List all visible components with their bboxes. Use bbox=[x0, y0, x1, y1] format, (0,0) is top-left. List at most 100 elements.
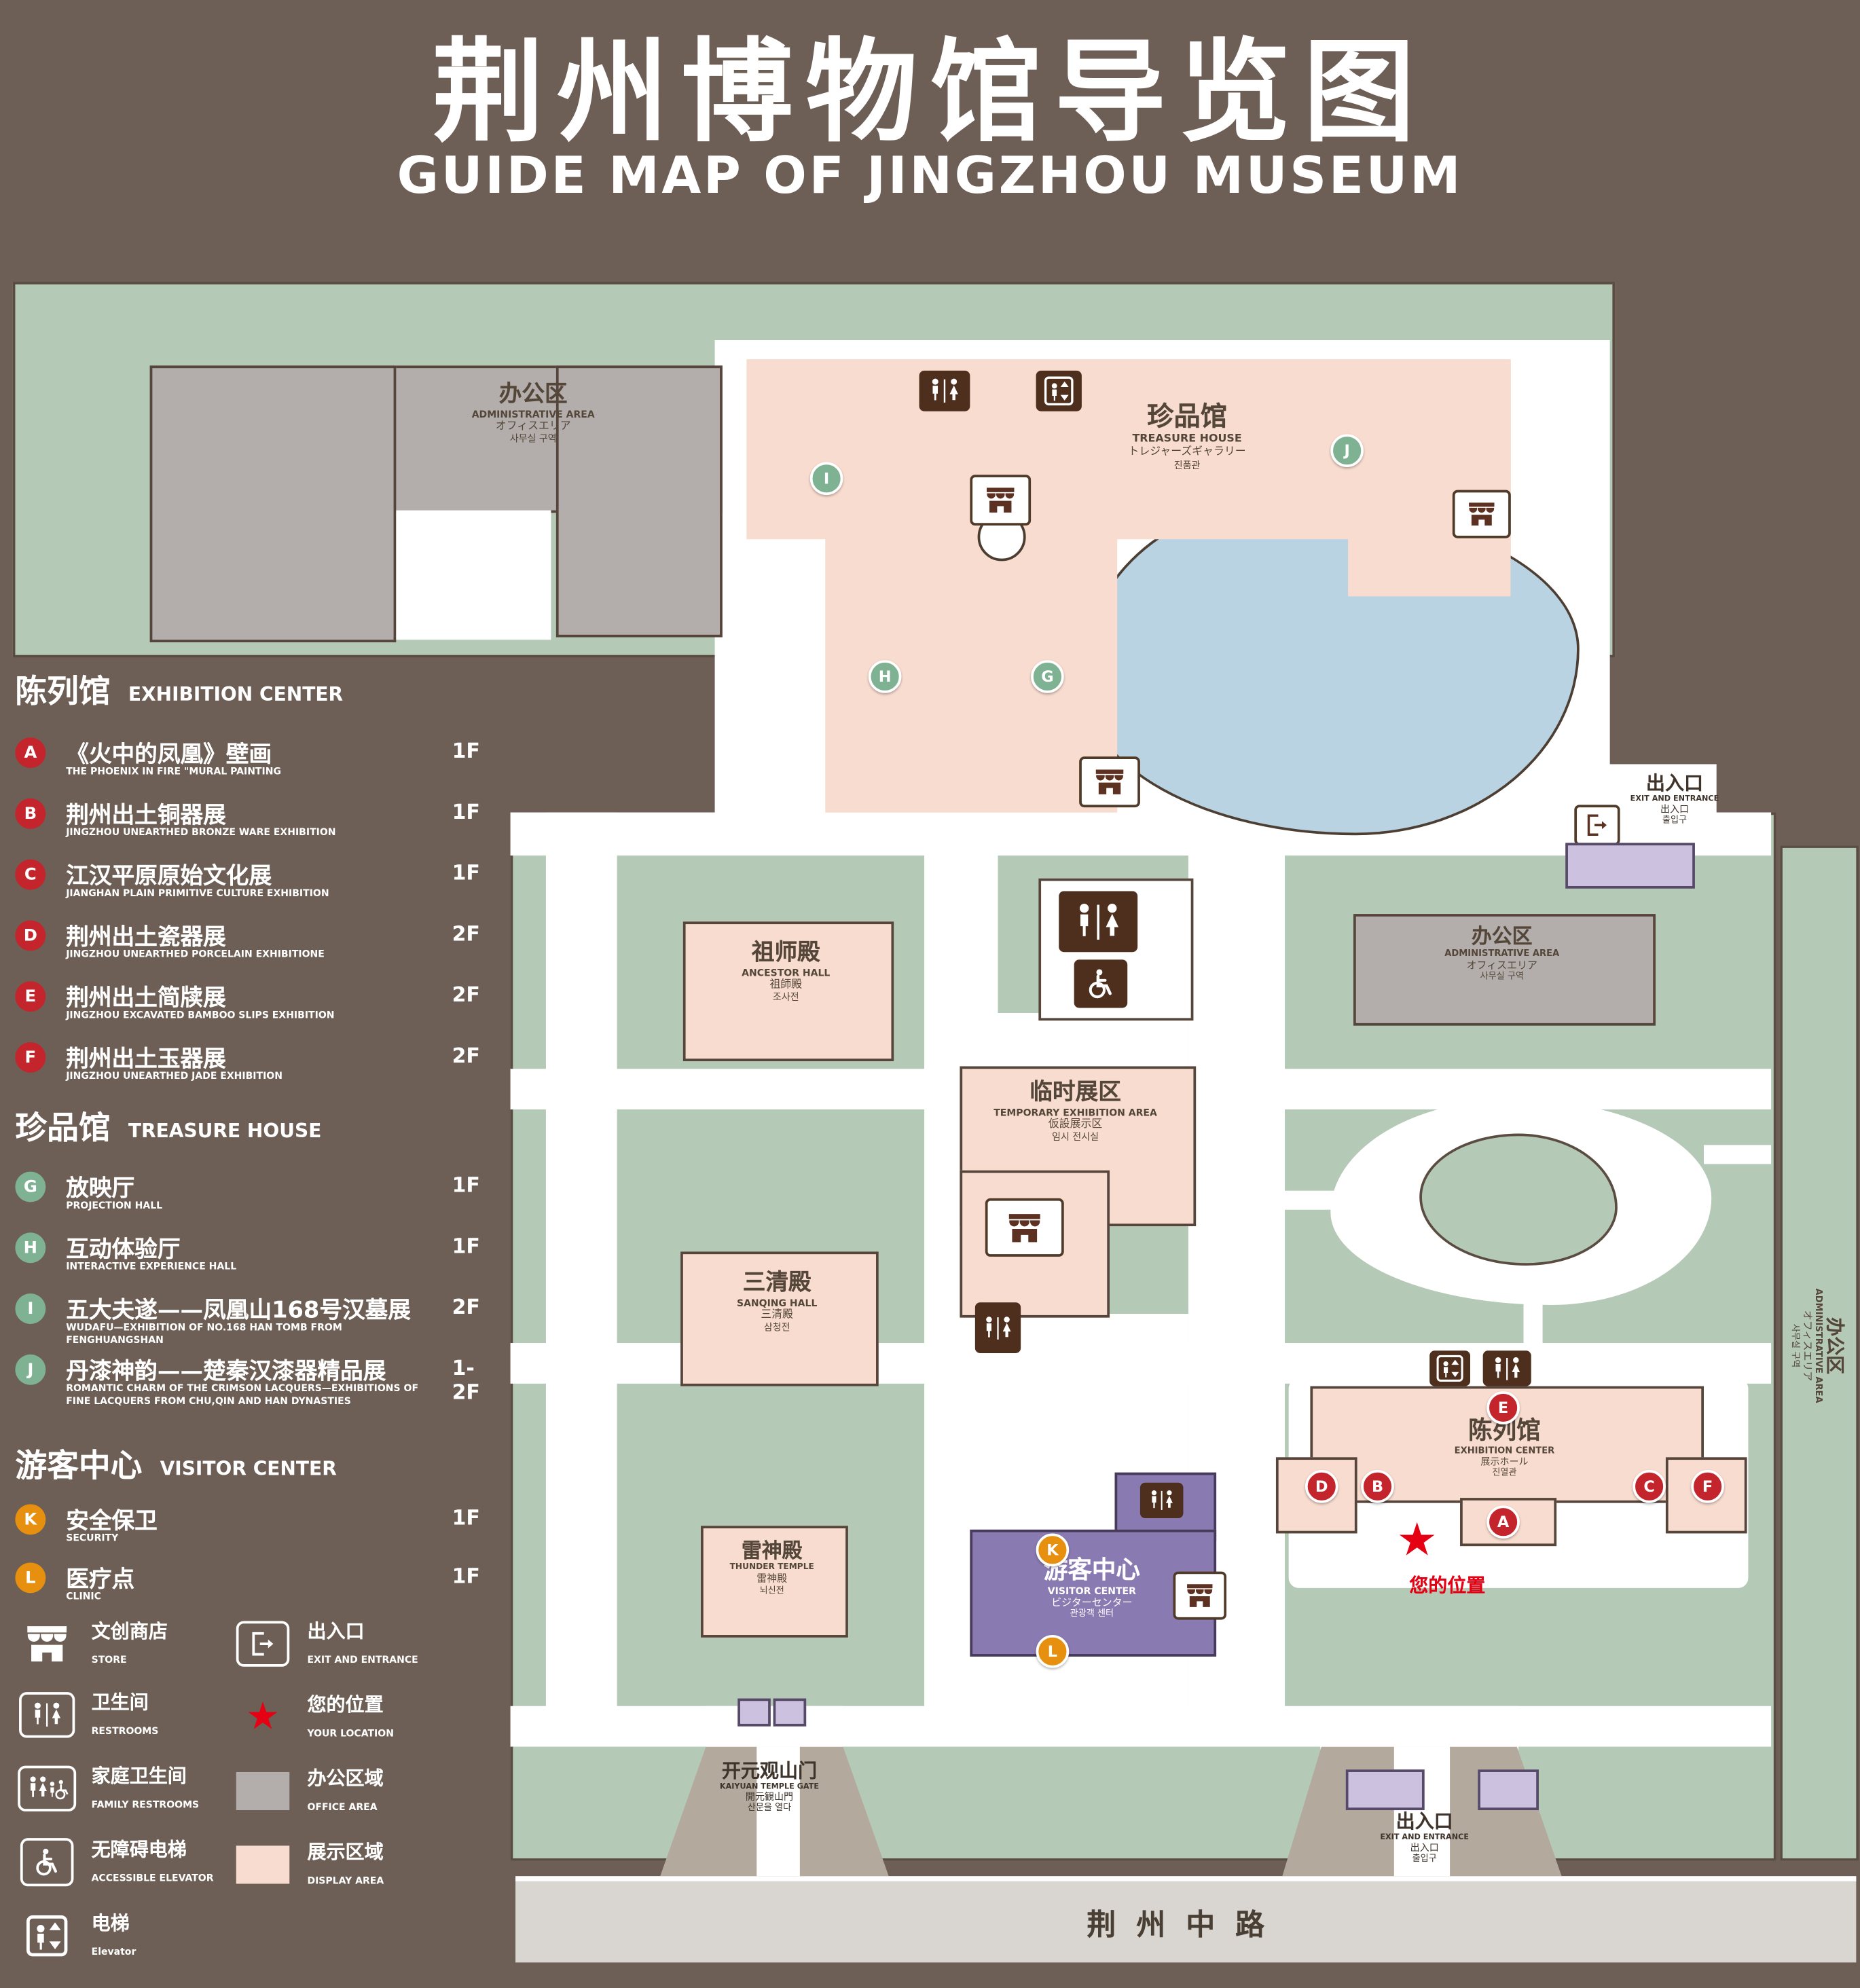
section-title-zh: 陈列馆 bbox=[15, 672, 111, 710]
restroom-icon bbox=[1482, 1350, 1531, 1386]
section-title-zh: 珍品馆 bbox=[15, 1109, 111, 1147]
section-title-en: EXHIBITION CENTER bbox=[128, 682, 344, 706]
restroom-icon bbox=[974, 1302, 1021, 1353]
facility-zh: 电梯 bbox=[91, 1911, 130, 1935]
label-en: SANQING HALL bbox=[736, 1296, 818, 1308]
label-ja: トレジャーズギャラリー bbox=[1128, 445, 1246, 459]
facility-en: STORE bbox=[91, 1653, 127, 1665]
marker-b: B bbox=[15, 798, 46, 829]
item-en: INTERACTIVE EXPERIENCE HALL bbox=[66, 1260, 237, 1272]
exit-icon bbox=[1574, 805, 1620, 846]
label-ko: 진품관 bbox=[1173, 458, 1201, 471]
item-en: JINGZHOU EXCAVATED BAMBOO SLIPS EXHIBITI… bbox=[66, 1009, 335, 1021]
map-marker-j: J bbox=[1330, 434, 1364, 468]
item-zh: 荆州出土瓷器展 bbox=[66, 924, 226, 951]
map-marker-i: I bbox=[809, 462, 843, 496]
label-ko: 출입구 bbox=[1412, 1853, 1437, 1864]
south-entrance-booth bbox=[1345, 1769, 1425, 1811]
thunder-temple-building bbox=[701, 1526, 848, 1638]
label-ja: 出入口 bbox=[1660, 803, 1690, 815]
marker-e: E bbox=[15, 981, 46, 1012]
label-zh: 办公区 bbox=[1823, 1317, 1846, 1375]
walkway bbox=[998, 1012, 1188, 1071]
label-zh: 雷神殿 bbox=[741, 1538, 803, 1563]
item-floor: 2F bbox=[452, 1043, 480, 1068]
label-ja: オフィスエリア bbox=[1466, 959, 1537, 971]
display-area-swatch bbox=[234, 1845, 292, 1884]
item-floor: 1F bbox=[452, 1505, 480, 1530]
item-zh: 荆州出土玉器展 bbox=[66, 1046, 226, 1073]
store-icon bbox=[18, 1622, 76, 1665]
office-area-swatch bbox=[234, 1771, 292, 1810]
treasure-house-label: 珍品馆 TREASURE HOUSE トレジャーズギャラリー 진품관 bbox=[1054, 401, 1321, 471]
label-zh: 办公区 bbox=[498, 380, 568, 408]
accessible-restroom-icon bbox=[1074, 959, 1128, 1008]
item-zh: 荆州出土铜器展 bbox=[66, 802, 226, 829]
label-ko: 뇌신전 bbox=[759, 1585, 784, 1596]
legend-item-k: K 安全保卫 SECURITY 1F bbox=[15, 1503, 500, 1559]
legend-item-l: L 医疗点 CLINIC 1F bbox=[15, 1562, 500, 1617]
page-subtitle: GUIDE MAP OF JINGZHOU MUSEUM bbox=[397, 147, 1463, 206]
item-en: PROJECTION HALL bbox=[66, 1199, 163, 1211]
legend-section-treasure-house: 珍品馆 TREASURE HOUSE bbox=[15, 1112, 321, 1144]
label-ja: オフィスエリア bbox=[495, 420, 571, 432]
legend-item-j: J 丹漆神韵——楚秦汉漆器精品展 ROMANTIC CHARM OF THE C… bbox=[15, 1353, 500, 1435]
walkway bbox=[1704, 1145, 1772, 1164]
item-en: ROMANTIC CHARM OF THE CRIMSON LACQUERS—E… bbox=[66, 1382, 419, 1407]
walkway bbox=[1523, 1294, 1543, 1348]
label-ja: ビジターセンター bbox=[1051, 1596, 1133, 1608]
admin-strip-label: 办公区 ADMINISTRATIVE AREA オフィスエリア 사무실 구역 bbox=[1790, 1092, 1846, 1600]
legend-item-a: A 《火中的凤凰》壁画 THE PHOENIX IN FIRE "MURAL P… bbox=[15, 736, 500, 792]
restroom-icon bbox=[1139, 1482, 1184, 1519]
item-zh: 互动体验厅 bbox=[66, 1236, 181, 1264]
item-en: SECURITY bbox=[66, 1532, 119, 1544]
label-ja: 仮設展示区 bbox=[1048, 1118, 1103, 1131]
label-zh: 开元观山门 bbox=[721, 1759, 818, 1782]
item-floor: 1-2F bbox=[452, 1355, 480, 1404]
road-jingzhou-middle: 荆州中路 bbox=[515, 1876, 1857, 1963]
elevator-icon bbox=[1036, 370, 1082, 411]
item-en: THE PHOENIX IN FIRE "MURAL PAINTING bbox=[66, 765, 281, 777]
marker-i: I bbox=[15, 1293, 46, 1324]
facility-en: FAMILY RESTROOMS bbox=[91, 1798, 200, 1810]
facility-zh: 文创商店 bbox=[91, 1619, 168, 1643]
item-zh: 放映厅 bbox=[66, 1175, 135, 1202]
facility-labels: 文创商店 STORE bbox=[92, 1620, 168, 1668]
store-icon bbox=[985, 1198, 1064, 1257]
item-en: JIANGHAN PLAIN PRIMITIVE CULTURE EXHIBIT… bbox=[66, 887, 329, 899]
walkway bbox=[545, 812, 617, 1714]
label-zh: 临时展区 bbox=[1029, 1079, 1121, 1106]
label-zh: 出入口 bbox=[1396, 1810, 1453, 1833]
item-zh: 江汉平原原始文化展 bbox=[66, 863, 272, 890]
label-en: ADMINISTRATIVE AREA bbox=[1444, 948, 1560, 959]
section-title-en: TREASURE HOUSE bbox=[128, 1119, 322, 1143]
label-en: ADMINISTRATIVE AREA bbox=[471, 408, 595, 420]
legend-item-c: C 江汉平原原始文化展 JIANGHAN PLAIN PRIMITIVE CUL… bbox=[15, 858, 500, 914]
facility-family-restrooms: 家庭卫生间 FAMILY RESTROOMS bbox=[18, 1765, 199, 1813]
star-glyph: ★ bbox=[245, 1694, 280, 1740]
marker-a: A bbox=[15, 737, 46, 769]
restroom-icon bbox=[18, 1691, 76, 1738]
section-title-zh: 游客中心 bbox=[15, 1447, 143, 1484]
label-en: VISITOR CENTER bbox=[1047, 1585, 1136, 1597]
label-ja: 開元観山門 bbox=[745, 1791, 794, 1803]
label-ko: 출입구 bbox=[1662, 815, 1688, 826]
label-en: ADMINISTRATIVE AREA bbox=[1813, 1288, 1824, 1403]
item-en: JINGZHOU UNEARTHED BRONZE WARE EXHIBITIO… bbox=[66, 826, 336, 838]
legend-item-i: I 五大夫遂——凤凰山168号汉墓展 WUDAFU—EXHIBITION OF … bbox=[15, 1292, 500, 1348]
facility-zh: 家庭卫生间 bbox=[91, 1764, 187, 1788]
legend-section-exhibition-center: 陈列馆 EXHIBITION CENTER bbox=[15, 676, 343, 707]
map-marker-a: A bbox=[1487, 1505, 1520, 1539]
item-floor: 1F bbox=[452, 799, 480, 824]
label-en: ANCESTOR HALL bbox=[742, 966, 831, 978]
map-marker-g: G bbox=[1031, 660, 1064, 693]
